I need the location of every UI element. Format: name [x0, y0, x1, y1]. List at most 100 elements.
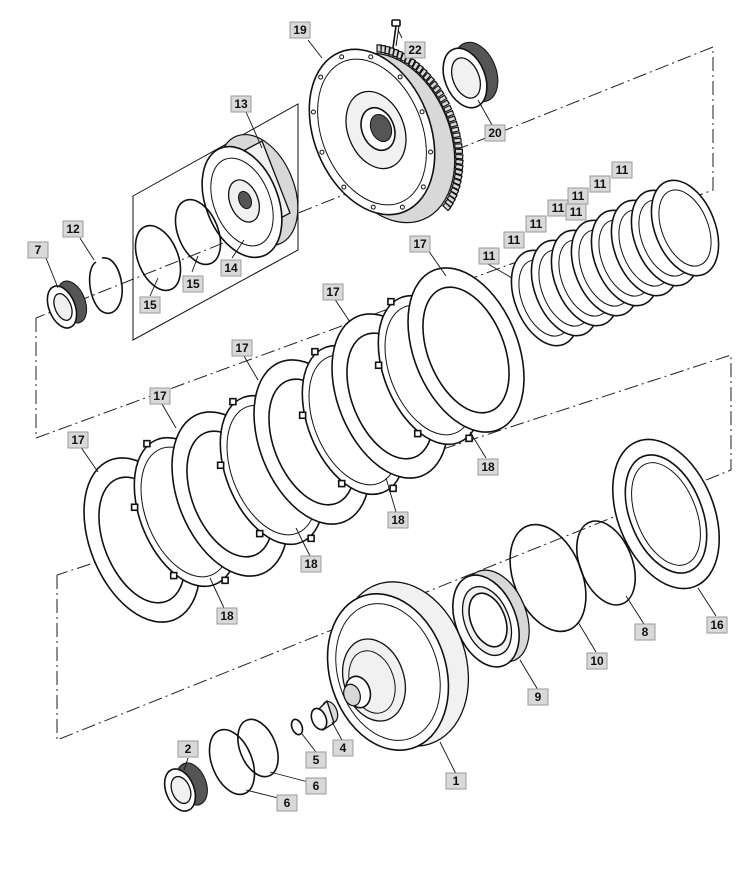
bolt-part — [391, 19, 401, 49]
svg-text:8: 8 — [642, 625, 649, 639]
gear-tooth — [431, 84, 442, 94]
svg-text:17: 17 — [153, 389, 167, 403]
gear-tooth — [452, 177, 462, 186]
backing-plate-part — [611, 438, 721, 590]
bolt-hole — [318, 74, 324, 80]
svg-text:17: 17 — [71, 433, 85, 447]
bushing-part — [310, 699, 339, 731]
svg-text:11: 11 — [508, 233, 521, 247]
callout-7: 7 — [27, 241, 49, 259]
gear-tooth — [451, 131, 461, 139]
callout-15a: 15 — [139, 296, 161, 314]
gear-tooth — [437, 94, 448, 104]
friction-disc — [407, 267, 525, 433]
steel-plate-lug — [307, 534, 315, 543]
callout-17d: 17 — [149, 387, 171, 405]
gear-tooth — [454, 148, 464, 155]
callout-11g: 11 — [611, 161, 633, 179]
bolt-hole — [399, 204, 405, 210]
svg-text:15: 15 — [186, 277, 200, 291]
gear-tooth — [407, 57, 417, 68]
steel-plate-lug — [374, 361, 383, 370]
svg-text:9: 9 — [535, 690, 542, 704]
callout-11d: 11 — [547, 199, 569, 217]
gear-tooth — [442, 104, 453, 113]
callout-1: 1 — [445, 772, 467, 790]
small-snap-ring-part — [290, 718, 304, 736]
svg-text:18: 18 — [391, 513, 405, 527]
callout-17e: 17 — [67, 431, 89, 449]
friction-disc-inner — [422, 286, 510, 414]
callout-4: 4 — [332, 739, 354, 757]
callout-18c: 18 — [300, 555, 322, 573]
svg-text:12: 12 — [66, 222, 80, 236]
callout-11f: 11 — [589, 175, 611, 193]
lower-axis-outline — [56, 354, 732, 741]
callout-19: 19 — [289, 21, 311, 39]
steel-plate-lug — [255, 529, 264, 538]
bolt-hole — [397, 74, 403, 80]
gear-tooth — [434, 89, 445, 99]
steel-plate-lug — [387, 297, 395, 306]
svg-text:5: 5 — [313, 753, 320, 767]
clutch-housing-part — [326, 581, 470, 751]
svg-text:15: 15 — [143, 298, 157, 312]
gear-tooth — [428, 80, 439, 90]
gear-tooth — [440, 99, 451, 108]
gear-tooth — [411, 60, 421, 71]
steel-plate-lug — [298, 411, 307, 420]
retaining-ring-part — [88, 257, 123, 315]
callout-11c: 11 — [525, 215, 547, 233]
callout-17b: 17 — [322, 283, 344, 301]
bolt-hole — [341, 184, 347, 190]
gear-tooth — [448, 120, 459, 128]
bearing-cup-part — [46, 280, 88, 329]
svg-text:6: 6 — [284, 796, 291, 810]
callout-17a: 17 — [409, 235, 431, 253]
callout-11a: 11 — [478, 247, 500, 265]
svg-text:11: 11 — [483, 249, 496, 263]
gear-tooth — [442, 201, 452, 212]
steel-plate-lug — [229, 397, 237, 406]
bolt-hole — [419, 109, 425, 115]
svg-text:11: 11 — [616, 163, 629, 177]
gear-tooth — [453, 173, 463, 181]
gear-tooth — [447, 115, 457, 123]
steel-plate-lug — [311, 347, 319, 356]
clutch-drum-part — [201, 133, 299, 259]
steel-plate-lug — [169, 571, 178, 580]
gear-tooth — [454, 143, 463, 149]
svg-text:22: 22 — [408, 43, 422, 57]
callout-9: 9 — [527, 688, 549, 706]
svg-text:17: 17 — [326, 285, 340, 299]
svg-text:17: 17 — [235, 341, 249, 355]
callout-22: 22 — [404, 41, 426, 59]
svg-text:11: 11 — [530, 217, 543, 231]
snap-ring-part — [174, 198, 222, 266]
gear-tooth — [418, 67, 428, 78]
callout-18b: 18 — [387, 511, 409, 529]
svg-text:11: 11 — [552, 201, 565, 215]
bolt-hole — [339, 54, 345, 60]
svg-text:11: 11 — [594, 177, 607, 191]
steel-plate-lug — [413, 429, 422, 438]
callout-10: 10 — [586, 652, 608, 670]
svg-text:19: 19 — [293, 23, 307, 37]
svg-text:2: 2 — [185, 742, 192, 756]
callout-18a: 18 — [477, 458, 499, 476]
callout-20: 20 — [484, 124, 506, 142]
o-ring-part — [208, 728, 256, 796]
svg-text:7: 7 — [35, 243, 42, 257]
gear-tooth — [454, 158, 464, 166]
piston-seal-part — [452, 569, 530, 668]
o-ring-part — [237, 718, 279, 778]
bolt-hole — [370, 204, 376, 210]
steel-plate-lug — [130, 503, 139, 512]
gear-tooth — [415, 64, 425, 74]
steel-plate-lug — [465, 434, 473, 443]
svg-text:11: 11 — [572, 189, 585, 203]
callout-16: 16 — [706, 616, 728, 634]
callout-12: 12 — [62, 220, 84, 238]
svg-text:1: 1 — [453, 774, 460, 788]
